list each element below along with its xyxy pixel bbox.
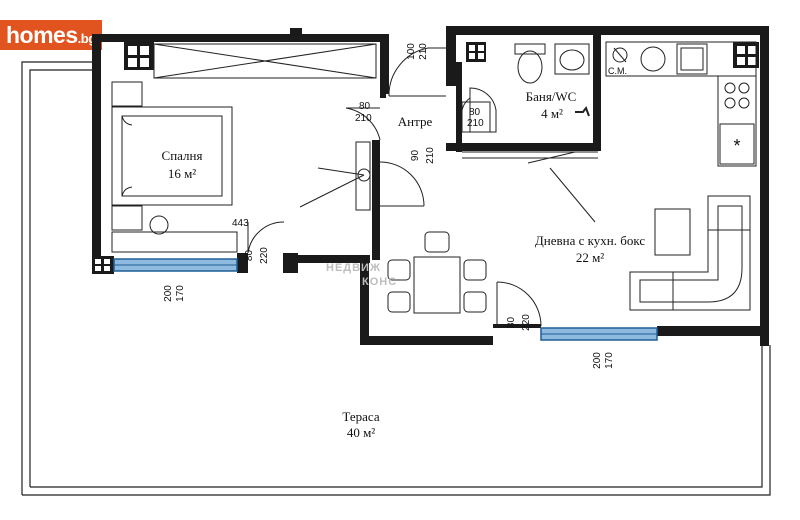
terrace-outline <box>21 61 771 496</box>
window-lines <box>114 264 657 335</box>
entry-door-width: 100 <box>405 43 417 60</box>
living-door-width: 90 <box>410 149 422 162</box>
fridge-mark: * <box>733 136 740 156</box>
living-area: 22 м² <box>575 250 605 265</box>
watermark-line2: КОНС <box>362 276 398 288</box>
terrace-name: Тераса <box>342 409 380 424</box>
living-door-height: 210 <box>424 147 436 164</box>
bedroom-terrace-door-height: 220 <box>258 247 270 264</box>
bedroom-desk <box>111 231 238 253</box>
living-window-width: 200 <box>591 352 603 369</box>
dining-table <box>387 231 487 314</box>
bathroom-area: 4 м² <box>541 106 563 121</box>
bedroom-terrace-door-width: 80 <box>244 249 256 262</box>
terrace-area: 40 м² <box>346 425 376 440</box>
wall-length: 443 <box>232 218 249 229</box>
nightstands <box>111 81 169 235</box>
column-hatch <box>95 45 756 271</box>
washing-machine-label: С.М. <box>608 66 627 76</box>
watermark-line1: НЕДВИЖ <box>326 262 381 274</box>
bedroom-window-height: 170 <box>174 285 186 302</box>
door-swings <box>247 47 542 327</box>
brand-tld: .bg <box>77 31 97 46</box>
outer-walls <box>92 26 769 346</box>
living-terrace-door-height: 220 <box>520 314 532 331</box>
bedroom-area: 16 м² <box>167 166 197 181</box>
bathroom-fixtures <box>461 43 590 133</box>
bedroom-door-width: 80 <box>359 101 371 112</box>
bed <box>111 106 233 206</box>
kitchen-counter <box>605 41 757 167</box>
living-name: Дневна с кухн. бокс <box>534 233 646 248</box>
living-sofa <box>629 195 751 311</box>
entry-door-height: 210 <box>417 43 429 60</box>
bathroom-name: Баня/WC <box>525 89 577 104</box>
bedroom-wardrobe <box>153 43 377 79</box>
bedroom-tv <box>299 141 371 211</box>
living-terrace-door-width: 80 <box>506 316 518 329</box>
bedroom-door-height: 210 <box>355 113 372 124</box>
bath-door-height: 210 <box>467 118 484 129</box>
hall-name: Антре <box>397 114 433 129</box>
kitchen-bar <box>462 151 598 223</box>
brand-name: homes <box>6 22 78 48</box>
homes-logo[interactable]: homes.bg <box>0 20 102 50</box>
living-window-height: 170 <box>603 352 615 369</box>
bath-door-width: 80 <box>469 107 481 118</box>
bedroom-name: Спалня <box>161 148 203 163</box>
windows <box>113 258 658 341</box>
bedroom-window-width: 200 <box>162 285 174 302</box>
